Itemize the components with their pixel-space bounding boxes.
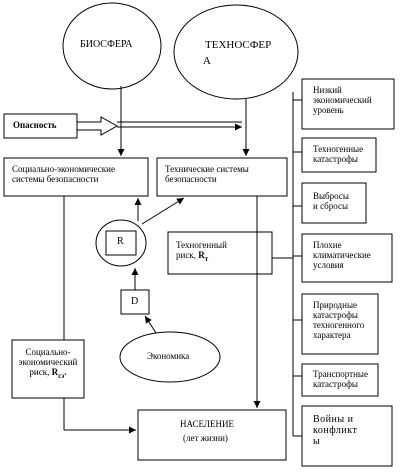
socio-economic-risk-box: [11, 339, 85, 399]
technosphere-label-line1: ТЕХНОСФЕР: [205, 39, 272, 51]
population-box: [137, 409, 287, 461]
technogenic-risk-label: Техногенный риск, Rт: [176, 240, 227, 264]
right-box-6: [301, 363, 379, 397]
socio-economic-systems-label: Социально-экономические системы безопасн…: [12, 164, 115, 185]
economy-ellipse: [119, 331, 221, 383]
right-label-transport-catastrophes: Транспортные катастрофы: [313, 369, 368, 390]
socio-economic-risk-symbol: R: [51, 367, 59, 378]
right-label-wars-conflicts: Войны и конфликт ы: [313, 414, 358, 448]
right-label-technogenic-catastrophes: Техногенные катастрофы: [313, 144, 364, 165]
socio-economic-risk-text: Социально- экономический риск,: [18, 347, 78, 378]
d-box-label: D: [131, 296, 139, 307]
economy-to-d-arrow: [144, 315, 157, 334]
r-to-technical-arrow: [141, 197, 185, 225]
biosphere-ellipse: [62, 2, 162, 90]
biosphere-label: БИОСФЕРА: [80, 39, 133, 50]
danger-hollow-arrow: [76, 116, 119, 136]
right-box-1: [301, 78, 395, 130]
r-box-label: R: [117, 236, 124, 247]
right-label-bad-climate: Плохие климатические условия: [313, 240, 371, 271]
right-label-natural-catastrophes: Природные катастрофы техногенного характ…: [313, 300, 365, 341]
right-label-emissions-discharges: Выбросы и сбросы: [313, 191, 349, 212]
socio-economic-risk-end: .: [64, 367, 67, 378]
right-box-5: [301, 293, 379, 355]
population-subtitle: (лет жизни): [183, 433, 228, 443]
technosphere-label-line2: А: [203, 55, 211, 67]
right-label-low-economic-level: Низкий экономический уровень: [313, 85, 372, 116]
right-box-3: [301, 182, 367, 224]
technical-systems-box: [156, 157, 288, 197]
technogenic-risk-symbol: R: [198, 250, 205, 261]
economy-label: Экономика: [147, 351, 190, 361]
d-box: [120, 289, 150, 315]
right-box-7: [301, 405, 393, 467]
technogenic-risk-text: Техногенный риск,: [176, 240, 227, 261]
right-box-2: [301, 137, 377, 173]
socio-economic-risk-subscript: сэ: [58, 371, 65, 380]
technogenic-risk-box: [167, 231, 273, 275]
technical-systems-label: Технические системы безопасности: [165, 164, 249, 185]
population-title: НАСЕЛЕНИЕ: [180, 419, 235, 429]
right-box-4: [301, 233, 393, 283]
danger-label: Опасность: [13, 120, 57, 130]
technosphere-ellipse: [173, 4, 299, 100]
socio-economic-risk-label: Социально- экономический риск, Rсэ.: [12, 347, 84, 381]
r-box: [105, 230, 137, 256]
socio-economic-systems-box: [3, 157, 149, 197]
technogenic-risk-subscript: т: [204, 254, 209, 263]
